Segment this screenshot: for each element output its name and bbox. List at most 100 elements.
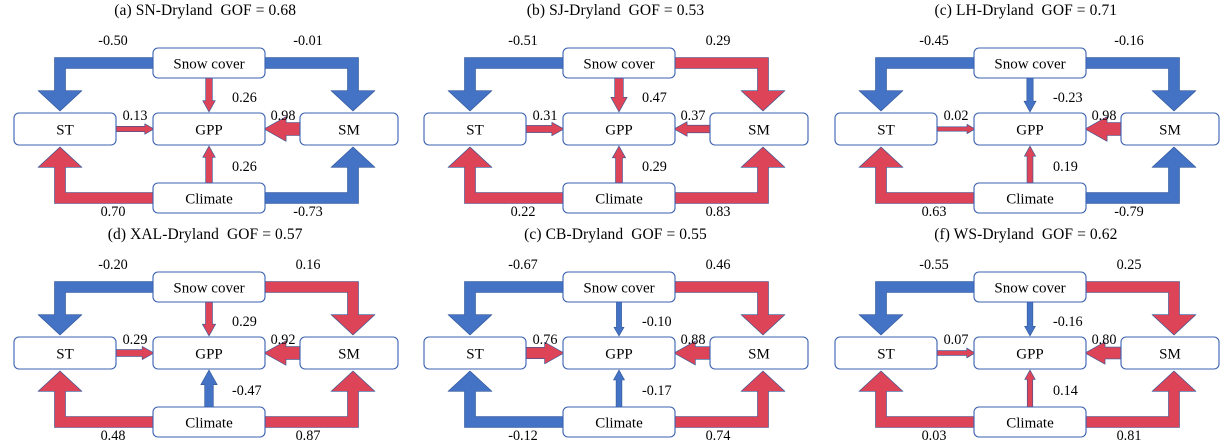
panel-b-coef-climate-to-sm: 0.83 [706, 204, 731, 220]
panel-d-arrow-climate-to-st [37, 370, 154, 428]
panel-b-arrow-snow-to-sm [675, 57, 786, 112]
panel-c-node-sm-label: SM [1159, 122, 1181, 138]
panel-e-coef-climate-to-sm: 0.74 [706, 428, 731, 444]
panel-a-title: (a) SN-Dryland GOF = 0.68 [114, 2, 297, 19]
panel-d-title: (d) XAL-Dryland GOF = 0.57 [107, 226, 303, 243]
panel-a-coef-sm-to-gpp: 0.98 [271, 108, 296, 124]
panel-a-node-sm-box [299, 112, 399, 146]
panel-b-arrow-snow-to-st [448, 57, 564, 112]
panel-e-coef-snow-to-st: -0.67 [509, 257, 539, 273]
panel-c-arrow-snow-to-st [858, 57, 974, 112]
panel-d-coef-snow-to-gpp: 0.29 [232, 314, 257, 330]
panel-a-coef-climate-to-st: 0.70 [101, 204, 126, 220]
panel-b-coef-snow-to-gpp: 0.47 [642, 90, 667, 106]
panel-a-arrow-st-to-gpp [115, 123, 155, 135]
panel-e-coef-snow-to-sm: 0.46 [706, 257, 731, 273]
panel-d-node-gpp-box [152, 336, 266, 370]
panel-d-coef-st-to-gpp: 0.29 [123, 332, 148, 348]
panel-c-coef-st-to-gpp: 0.02 [943, 108, 968, 124]
panel-e-title: (c) CB-Dryland GOF = 0.55 [524, 226, 707, 243]
panel-b-node-st-label: ST [467, 122, 485, 138]
panel-c-node-st-box [834, 112, 938, 146]
panel-c-arrow-climate-to-sm [1085, 146, 1196, 204]
panel-f-node-gpp-box [973, 336, 1087, 370]
panel-f-node-gpp-label: GPP [1016, 346, 1044, 362]
panel-a-arrow-climate-to-sm [264, 146, 376, 204]
panel-f-arrow-climate-to-gpp [1024, 369, 1036, 408]
panel-f-node-st-label: ST [877, 346, 895, 362]
panel-f-node-snow-box [973, 271, 1087, 303]
panel-b-title: (b) SJ-Dryland GOF = 0.53 [526, 2, 705, 19]
panel-d-node-snow-box [152, 271, 266, 303]
panel-e-node-st-label: ST [467, 346, 485, 362]
panel-a-arrow-snow-to-gpp [202, 77, 216, 113]
panel-f-node-sm-label: SM [1159, 346, 1181, 362]
panel-a-coef-climate-to-sm: -0.73 [293, 204, 323, 220]
panel-f-arrow-st-to-gpp [936, 347, 975, 359]
panel-b-node-gpp-label: GPP [606, 122, 634, 138]
panel-e-coef-climate-to-gpp: -0.17 [642, 383, 672, 399]
panel-e-arrow-climate-to-sm [675, 370, 786, 428]
panel-c-node-gpp-box [973, 112, 1087, 146]
panel-c-coef-climate-to-gpp: 0.19 [1053, 159, 1078, 175]
panel-b-coef-sm-to-gpp: 0.37 [681, 108, 706, 124]
panel-f-arrow-snow-to-gpp [1023, 301, 1036, 337]
panel-e-node-sm-label: SM [748, 346, 770, 362]
panel-c-arrow-sm-to-gpp [1084, 116, 1121, 142]
panel-c-title: (c) LH-Dryland GOF = 0.71 [934, 2, 1118, 19]
panel-c-coef-snow-to-sm: -0.16 [1114, 33, 1144, 49]
panel-b-arrow-climate-to-sm [675, 146, 786, 204]
panel-e-node-climate-box [562, 406, 676, 438]
panel-e-node-sm-box [709, 336, 809, 370]
panel-d-arrow-sm-to-gpp [263, 340, 301, 366]
panel-e-coef-sm-to-gpp: 0.88 [681, 332, 706, 348]
panel-e-arrow-sm-to-gpp [674, 340, 711, 366]
panel-a-node-gpp-box [152, 112, 266, 146]
panel-b-arrow-st-to-gpp [526, 121, 565, 137]
panel-f-coef-snow-to-st: -0.55 [919, 257, 949, 273]
panel-b-arrow-climate-to-st [448, 146, 564, 204]
panel-f-title: (f) WS-Dryland GOF = 0.62 [934, 226, 1118, 243]
panel-d-node-st-label: ST [56, 346, 74, 362]
panel-f-arrow-sm-to-gpp [1084, 341, 1121, 365]
panel-e-arrow-snow-to-st [448, 281, 564, 336]
panel-e-arrow-climate-to-gpp [613, 369, 626, 408]
panel-c-node-st-label: ST [877, 122, 895, 138]
panel-d-coef-sm-to-gpp: 0.92 [271, 332, 296, 348]
panel-c-coef-snow-to-gpp: -0.23 [1053, 90, 1083, 106]
panel-c-coef-climate-to-st: 0.63 [921, 204, 946, 220]
panel-d-coef-snow-to-st: -0.20 [98, 257, 128, 273]
panel-e-arrow-climate-to-st [448, 370, 564, 428]
panel-a-node-st-box [13, 112, 117, 146]
panel-d-node-gpp-label: GPP [195, 346, 223, 362]
panel-a-arrow-climate-to-st [37, 146, 154, 204]
panel-b-node-snow-box [562, 47, 676, 79]
panel-c-coef-sm-to-gpp: 0.98 [1091, 108, 1116, 124]
panel-b-node-gpp-box [562, 112, 676, 146]
panel-b-arrow-climate-to-gpp [612, 145, 627, 184]
panel-e-node-st-box [423, 336, 527, 370]
panel-d-coef-climate-to-gpp: -0.47 [232, 383, 262, 399]
panel-b-node-st-box [423, 112, 527, 146]
panel-d-coef-climate-to-st: 0.48 [101, 428, 126, 444]
panel-b-coef-climate-to-gpp: 0.29 [642, 159, 667, 175]
panel-d-arrow-st-to-gpp [115, 346, 155, 360]
panel-e-node-snow-label: Snow cover [584, 280, 655, 296]
panel-b-coef-snow-to-st: -0.51 [509, 33, 539, 49]
panel-d-arrow-snow-to-gpp [202, 301, 216, 337]
panel-c-node-climate-box [973, 182, 1087, 214]
panel-f-coef-climate-to-sm: 0.81 [1116, 428, 1141, 444]
panel-b-coef-snow-to-sm: 0.29 [706, 33, 731, 49]
panel-b-node-climate-label: Climate [596, 191, 644, 207]
panel-d-node-st-box [13, 336, 117, 370]
panel-f-node-climate-label: Climate [1006, 415, 1054, 431]
